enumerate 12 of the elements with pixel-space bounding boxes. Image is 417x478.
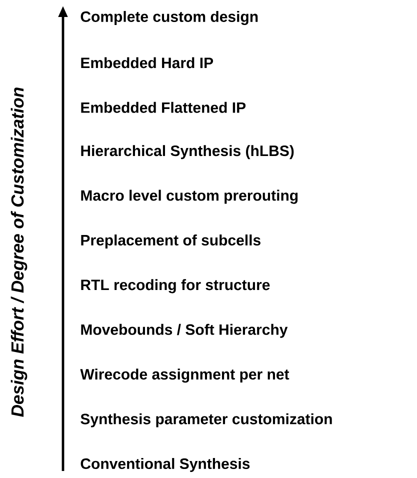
list-item: Synthesis parameter customization [80, 413, 332, 428]
list-item: Wirecode assignment per net [80, 368, 290, 383]
list-item: Hierarchical Synthesis (hLBS) [81, 145, 294, 160]
list-item: Macro level custom prerouting [81, 190, 298, 204]
list-item: Conventional Synthesis [80, 458, 250, 472]
list-item: Complete custom design [80, 10, 258, 26]
list-item: Movebounds / Soft Hierarchy [81, 324, 288, 338]
list-item: Embedded Flattened IP [81, 102, 246, 113]
list-item: Preplacement of subcells [81, 234, 260, 248]
axis-label: Design Effort / Degree of Customization [10, 88, 28, 417]
list-item: Embedded Hard IP [81, 57, 214, 68]
list-item: RTL recoding for structure [81, 279, 270, 294]
